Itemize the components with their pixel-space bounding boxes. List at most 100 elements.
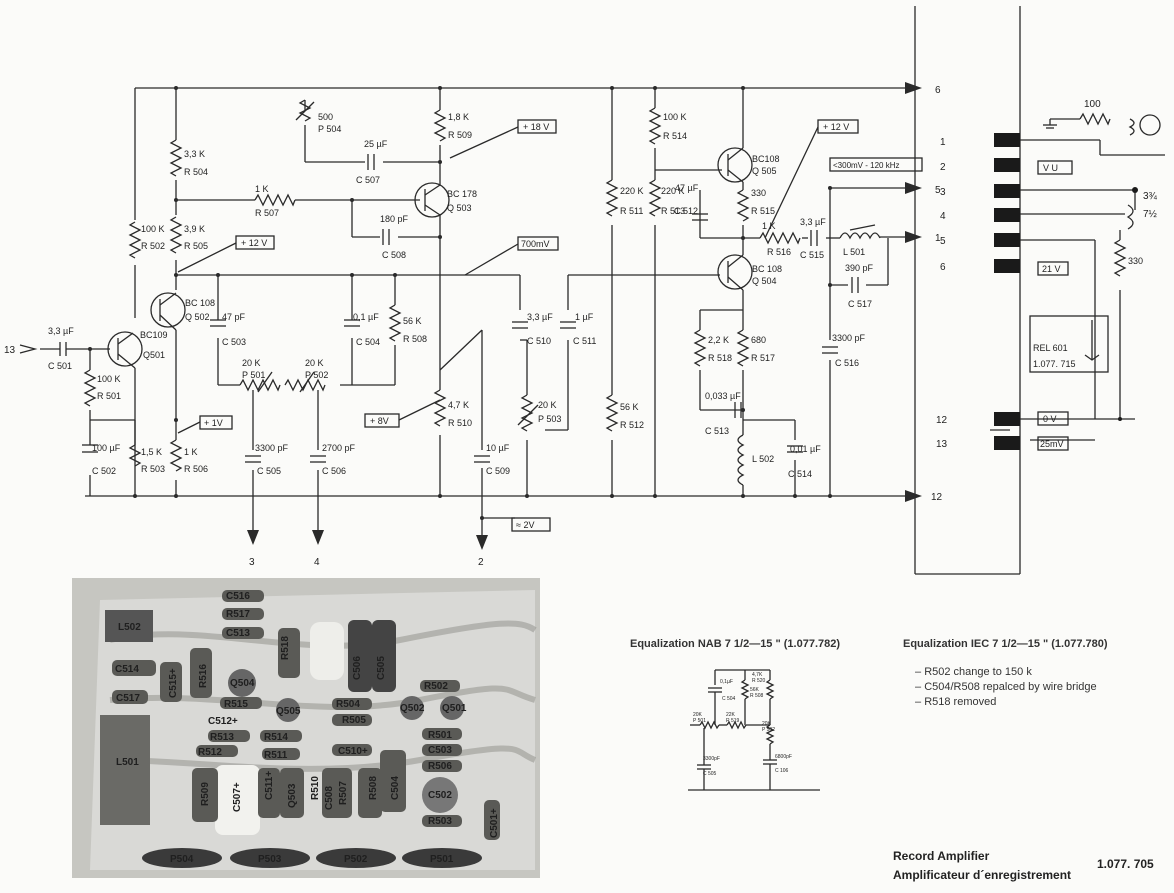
pin-number-4: 4 <box>940 211 946 222</box>
c517-value: 390 pF <box>845 263 874 273</box>
pcb-label-r515: R515 <box>224 699 248 710</box>
voltage-tag-12v-left: + 12 V <box>241 238 267 248</box>
p501-value: 20 K <box>242 358 261 368</box>
pin-tag-25mv: 25mV <box>1040 439 1064 449</box>
pin-number-13: 13 <box>936 439 948 450</box>
q501-ref: Q501 <box>143 350 165 360</box>
pcb-label-q503: Q503 <box>287 783 298 808</box>
pcb-label-q502: Q502 <box>400 703 425 714</box>
output-label-4: 4 <box>314 557 320 568</box>
pcb-label-c508: C508 <box>324 786 335 810</box>
connector-resistor-330: 330 <box>1128 256 1143 266</box>
nab-mini-schematic: 0,1µF C 504 4,7K R 520 56K R 508 20K P 5… <box>688 669 820 791</box>
c503-ref: C 503 <box>222 337 246 347</box>
c504-ref: C 504 <box>356 337 380 347</box>
c509-ref: C 509 <box>486 466 510 476</box>
mini-label-r520-ref: R 520 <box>752 678 766 684</box>
r504-ref: R 504 <box>184 167 208 177</box>
pcb-label-c502: C502 <box>428 790 452 801</box>
r510-value: 4,7 K <box>448 400 469 410</box>
q505-ref: Q 505 <box>752 166 777 176</box>
p504-value: 500 <box>318 112 333 122</box>
mini-label-r508-value: 56K <box>750 687 760 693</box>
pcb-label-c514: C514 <box>115 664 139 675</box>
pcb-label-r518: R518 <box>280 636 291 660</box>
pin-number-3: 3 <box>940 187 946 198</box>
r517-value: 680 <box>751 335 766 345</box>
r516-ref: R 516 <box>767 247 791 257</box>
voltage-tag-12v-right: + 12 V <box>823 122 849 132</box>
pcb-label-r517: R517 <box>226 609 250 620</box>
pcb-label-r514: R514 <box>264 732 288 743</box>
c502-ref: C 502 <box>92 466 116 476</box>
rail-label-12: 12 <box>931 492 943 503</box>
q505-type: BC108 <box>752 154 780 164</box>
rail-label-1: 1 <box>935 233 941 244</box>
p504-ref: P 504 <box>318 124 341 134</box>
document-number: 1.077. 705 <box>1097 857 1154 871</box>
voltage-tag-1v: + 1V <box>204 418 223 428</box>
pcb-label-r505: R505 <box>342 715 366 726</box>
pcb-label-c506: C506 <box>352 656 363 680</box>
bottom-outputs <box>19 344 488 550</box>
pcb-label-q505: Q505 <box>276 706 301 717</box>
pcb-label-c513: C513 <box>226 628 250 639</box>
equalization-iec-changes: R502 change to 150 k C504/R508 repalced … <box>915 665 1097 710</box>
r504-value: 3,3 K <box>184 149 205 159</box>
c512-ref: C 512 <box>674 206 698 216</box>
pcb-label-c503: C503 <box>428 745 452 756</box>
pcb-label-c501: C501+ <box>489 808 500 838</box>
pin-tag-21v: 21 V <box>1042 264 1061 274</box>
r516-value: 1 K <box>762 221 776 231</box>
resistor-symbols <box>40 99 881 486</box>
q501-type: BC109 <box>140 330 168 340</box>
r518-value: 2,2 K <box>708 335 729 345</box>
pcb-label-p502: P502 <box>344 854 368 865</box>
c502-value: 100 µF <box>92 443 121 453</box>
c515-ref: C 515 <box>800 250 824 260</box>
title-french: Amplificateur d´enregistrement <box>893 868 1072 882</box>
c511-ref: C 511 <box>573 336 596 346</box>
pcb-photo <box>72 578 540 878</box>
pcb-label-r509: R509 <box>200 782 211 806</box>
r514-ref: R 514 <box>663 131 687 141</box>
pcb-label-r510: R510 <box>310 776 321 800</box>
c505-value: 3300 pF <box>255 443 289 453</box>
iec-change-item: R502 change to 150 k <box>915 665 1097 680</box>
c507-ref: C 507 <box>356 175 380 185</box>
pcb-label-r506: R506 <box>428 761 452 772</box>
r503-value: 1,5 K <box>141 447 162 457</box>
pcb-label-c517: C517 <box>116 693 140 704</box>
pcb-label-r511: R511 <box>264 750 288 761</box>
connector-resistor-100: 100 <box>1084 99 1101 110</box>
pin-number-1: 1 <box>940 137 946 148</box>
iec-change-item: R518 removed <box>915 695 1097 710</box>
pcb-label-q504: Q504 <box>230 678 255 689</box>
c501-value: 3,3 µF <box>48 326 74 336</box>
c505-ref: C 505 <box>257 466 281 476</box>
pcb-label-r513: R513 <box>210 732 234 743</box>
r501-value: 100 K <box>97 374 121 384</box>
iec-change-item: C504/R508 repalced by wire bridge <box>915 680 1096 695</box>
pcb-label-c510: C510+ <box>338 746 368 757</box>
wires <box>85 88 889 535</box>
c504-value: 0,1 µF <box>353 312 379 322</box>
pcb-label-q501: Q501 <box>442 703 467 714</box>
voltage-tag-8v: + 8V <box>370 416 389 426</box>
pcb-label-r504: R504 <box>336 699 360 710</box>
mini-label-p502-value: 20K <box>762 721 772 727</box>
q502-type: BC 108 <box>185 298 215 308</box>
pcb-label-p501: P501 <box>430 854 454 865</box>
r501-ref: R 501 <box>97 391 121 401</box>
pcb-label-c507: C507+ <box>232 782 243 812</box>
r509-value: 1,8 K <box>448 112 469 122</box>
mini-label-c106-ref: C 106 <box>775 768 789 774</box>
r517-ref: R 517 <box>751 353 775 363</box>
voltage-tag-boxes <box>177 119 923 532</box>
voltage-tag-18v: + 18 V <box>523 122 549 132</box>
p503-ref: P 503 <box>538 414 561 424</box>
c508-ref: C 508 <box>382 250 406 260</box>
r518-ref: R 518 <box>708 353 732 363</box>
pcb-label-c515: C515+ <box>168 668 179 698</box>
